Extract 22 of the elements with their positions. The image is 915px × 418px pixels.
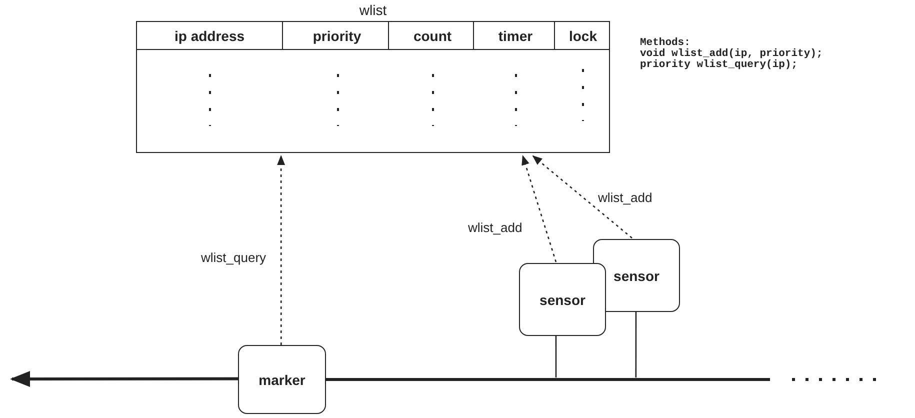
method-text: void wlist_add(ip, priority);	[640, 49, 823, 60]
column-header: lock	[568, 27, 598, 46]
edge-label: wlist_add	[597, 190, 654, 205]
column-header: priority	[286, 22, 389, 50]
connector-line	[635, 312, 637, 378]
marker-box: marker	[238, 345, 326, 414]
edge-label: wlist_add	[467, 220, 524, 235]
arrow	[522, 155, 557, 262]
arrow	[532, 155, 632, 238]
connector-line	[555, 336, 557, 378]
arrow	[277, 155, 286, 345]
column-header: ip address	[137, 22, 283, 50]
table-title: wlist	[358, 2, 388, 18]
bus-line	[326, 378, 770, 380]
arrow	[10, 370, 238, 387]
sensor-box: sensor	[519, 263, 606, 336]
method-text: priority wlist_query(ip);	[640, 60, 799, 71]
edge-label: wlist_query	[200, 250, 268, 265]
column-header: timer	[477, 22, 555, 50]
sensor-box: sensor	[593, 239, 680, 312]
column-header: count	[392, 22, 474, 50]
method-text: Methods:	[640, 38, 690, 49]
